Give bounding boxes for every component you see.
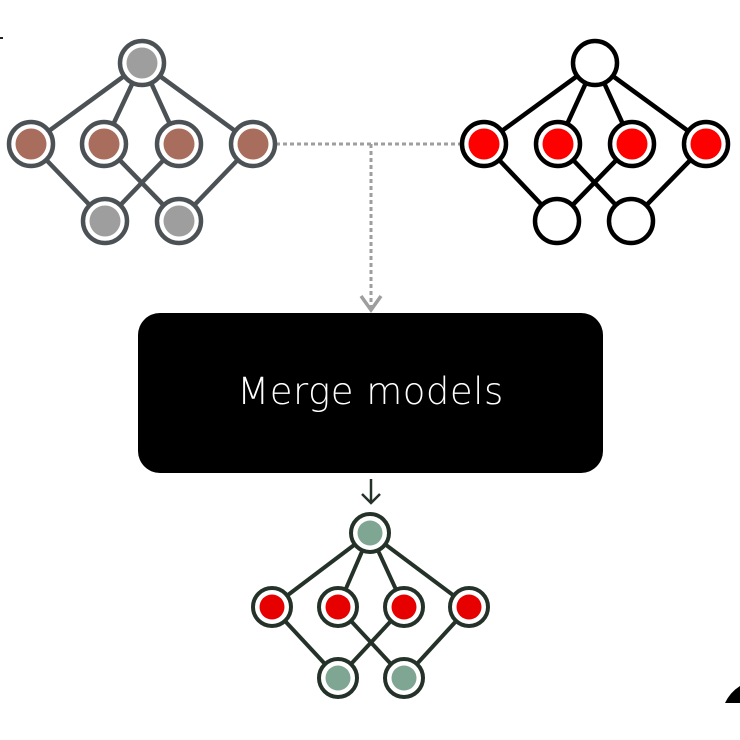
hidden-node (317, 586, 359, 628)
corner-artifact (725, 686, 740, 703)
model-a-graph (6, 38, 278, 246)
output-node (383, 657, 425, 699)
merge-models-box: Merge models (138, 313, 603, 473)
input-node (117, 38, 167, 88)
hidden-node (459, 119, 509, 169)
hidden-node (6, 119, 56, 169)
output-node (606, 196, 656, 246)
corner-tick (0, 37, 3, 39)
edges (270, 531, 471, 680)
hidden-node (79, 119, 129, 169)
model-b-graph (459, 38, 731, 246)
hidden-node (607, 119, 657, 169)
dotted-connector (276, 142, 462, 314)
hidden-node (251, 586, 293, 628)
output-node (154, 196, 204, 246)
hidden-node (228, 119, 278, 169)
hidden-node (533, 119, 583, 169)
output-node (317, 657, 359, 699)
merged-model-graph (251, 512, 490, 699)
merge-models-label: Merge models (237, 369, 504, 413)
hidden-node (154, 119, 204, 169)
hidden-node (383, 586, 425, 628)
output-node (80, 196, 130, 246)
hidden-node (681, 119, 731, 169)
input-node (570, 38, 620, 88)
input-node (349, 512, 391, 554)
hidden-node (448, 586, 490, 628)
output-arrow (361, 479, 381, 505)
output-node (532, 196, 582, 246)
